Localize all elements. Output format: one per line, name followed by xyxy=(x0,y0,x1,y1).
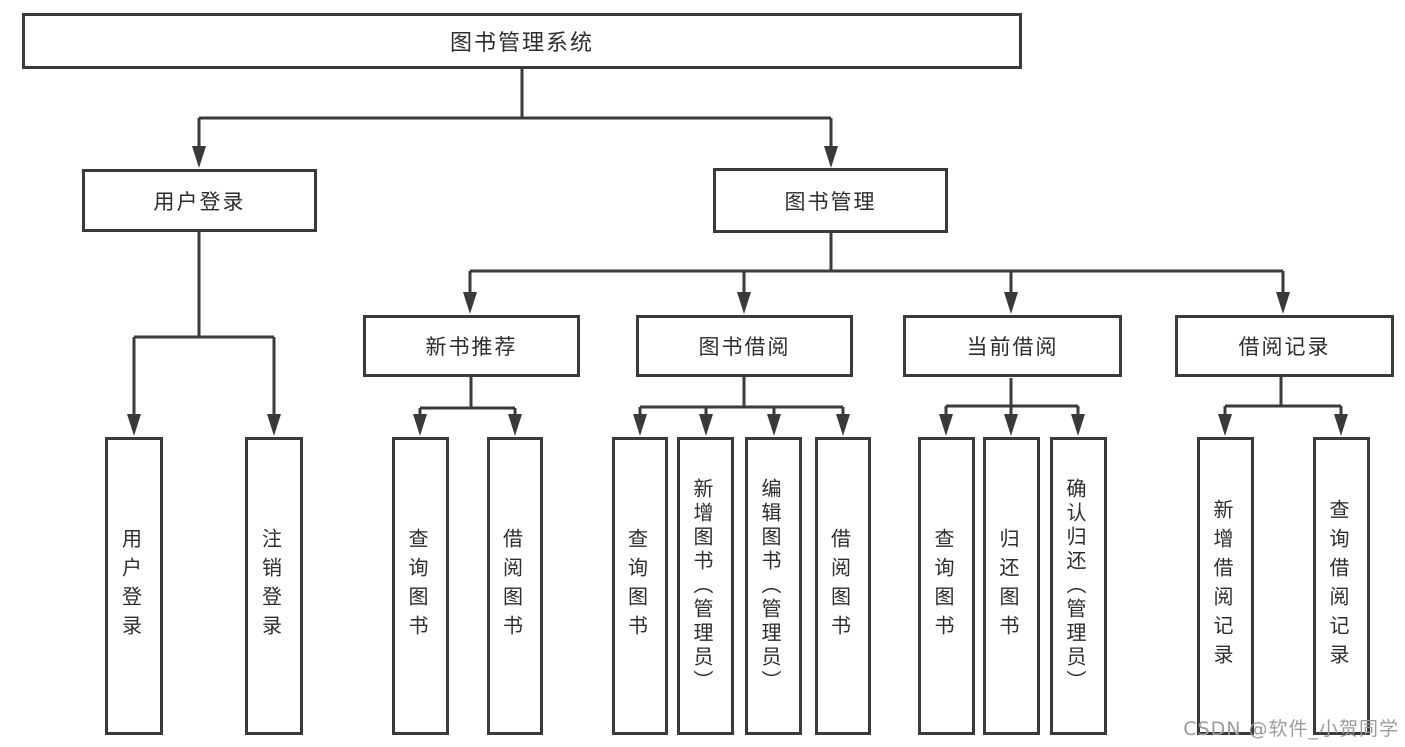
node-leaf-confirm-return-admin: 确认归还（管理员） xyxy=(1050,437,1107,735)
arrowhead xyxy=(413,414,427,436)
node-label: 编辑图书（管理员） xyxy=(758,478,782,694)
arrowhead xyxy=(737,292,751,314)
arrowhead xyxy=(1218,414,1232,436)
node-leaf-logout: 注销登录 xyxy=(245,437,303,735)
node-label: 新增图书（管理员） xyxy=(690,478,714,694)
node-leaf-query-books: 查询图书 xyxy=(918,437,975,735)
node-user-login: 用户登录 xyxy=(82,169,317,232)
node-label: 查询图书 xyxy=(931,528,955,644)
node-label: 借阅记录 xyxy=(1238,335,1331,359)
node-label: 新增借阅记录 xyxy=(1210,499,1234,673)
arrowhead xyxy=(699,414,713,436)
node-book-borrowing: 图书借阅 xyxy=(636,315,853,377)
node-label: 用户登录 xyxy=(153,189,246,214)
node-label: 确认归还（管理员） xyxy=(1063,478,1087,694)
node-label: 用户登录 xyxy=(118,528,143,644)
node-leaf-add-books-admin: 新增图书（管理员） xyxy=(677,437,734,735)
arrowhead xyxy=(1004,414,1018,436)
node-book-management: 图书管理 xyxy=(713,168,948,233)
arrowhead xyxy=(508,414,522,436)
node-leaf-query-books: 查询图书 xyxy=(392,437,449,735)
arrowhead xyxy=(127,414,141,436)
arrowhead xyxy=(192,146,206,168)
node-new-book-recommend: 新书推荐 xyxy=(363,315,580,377)
node-leaf-borrow-books: 借阅图书 xyxy=(815,437,871,735)
node-label: 注销登录 xyxy=(258,528,283,644)
arrowhead xyxy=(767,414,781,436)
node-library-system: 图书管理系统 xyxy=(22,13,1022,69)
arrowhead xyxy=(1071,414,1085,436)
node-label: 图书管理系统 xyxy=(449,31,594,56)
node-label: 当前借阅 xyxy=(966,335,1059,359)
node-label: 查询借阅记录 xyxy=(1326,499,1350,673)
node-borrowing-records: 借阅记录 xyxy=(1175,315,1394,377)
node-label: 查询图书 xyxy=(405,528,429,644)
node-leaf-add-borrow-record: 新增借阅记录 xyxy=(1197,437,1254,735)
arrowhead xyxy=(463,292,477,314)
arrowhead xyxy=(1334,414,1348,436)
node-label: 归还图书 xyxy=(996,528,1020,644)
arrowhead xyxy=(1276,292,1290,314)
csdn-watermark: CSDN @软件_小贺同学 xyxy=(1183,718,1399,740)
node-leaf-edit-books-admin: 编辑图书（管理员） xyxy=(745,437,802,735)
arrowhead xyxy=(1004,292,1018,314)
node-label: 图书借阅 xyxy=(698,335,791,359)
connector-lines xyxy=(132,69,1343,418)
node-leaf-return-books: 归还图书 xyxy=(983,437,1040,735)
node-label: 借阅图书 xyxy=(499,528,524,644)
node-label: 查询图书 xyxy=(624,528,649,644)
arrowhead xyxy=(824,146,838,168)
node-leaf-user-login: 用户登录 xyxy=(105,437,163,735)
arrowhead xyxy=(939,414,953,436)
node-label: 图书管理 xyxy=(784,189,877,214)
arrowhead xyxy=(267,414,281,436)
arrowhead xyxy=(836,414,850,436)
node-leaf-query-books: 查询图书 xyxy=(612,437,668,735)
node-label: 借阅图书 xyxy=(827,528,852,644)
node-current-borrowing: 当前借阅 xyxy=(903,315,1122,377)
arrowhead xyxy=(633,414,647,436)
node-leaf-borrow-books: 借阅图书 xyxy=(487,437,543,735)
node-leaf-query-borrow-record: 查询借阅记录 xyxy=(1313,437,1370,735)
node-label: 新书推荐 xyxy=(425,335,518,359)
